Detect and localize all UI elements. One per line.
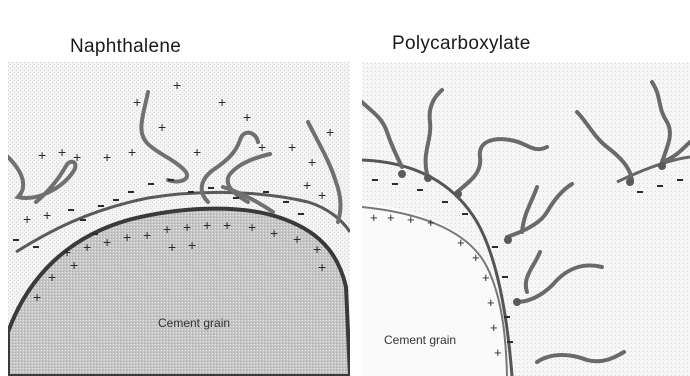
svg-text:+: +	[223, 217, 231, 233]
svg-text:+: +	[308, 154, 316, 170]
svg-text:+: +	[133, 94, 141, 110]
cement-grain-label-right: Cement grain	[384, 333, 456, 347]
polycarboxylate-panel: + + + + + + + + + + Cement grain	[362, 62, 690, 376]
svg-text:+: +	[123, 229, 131, 245]
svg-text:+: +	[203, 217, 211, 233]
svg-text:+: +	[158, 119, 166, 135]
svg-text:+: +	[128, 144, 136, 160]
svg-text:+: +	[38, 147, 46, 163]
svg-text:+: +	[472, 250, 480, 265]
svg-text:+: +	[318, 259, 326, 275]
svg-text:+: +	[487, 295, 495, 310]
svg-text:+: +	[293, 231, 301, 247]
svg-text:+: +	[33, 289, 41, 305]
svg-text:+: +	[407, 212, 415, 227]
svg-text:+: +	[258, 139, 266, 155]
svg-text:+: +	[313, 241, 321, 257]
svg-text:+: +	[103, 234, 111, 250]
svg-text:+: +	[73, 149, 81, 165]
svg-text:+: +	[288, 139, 296, 155]
svg-text:+: +	[387, 210, 395, 225]
svg-text:+: +	[168, 239, 176, 255]
cement-grain-label-left: Cement grain	[158, 316, 230, 330]
svg-text:+: +	[303, 177, 311, 193]
svg-text:+: +	[490, 320, 498, 335]
svg-text:+: +	[48, 269, 56, 285]
svg-text:+: +	[326, 124, 334, 140]
svg-text:+: +	[103, 149, 111, 165]
naphthalene-panel: + + + + + + + + + + + + + + + + + + + + …	[8, 62, 350, 376]
naphthalene-title: Naphthalene	[70, 36, 181, 58]
svg-text:+: +	[270, 225, 278, 241]
svg-text:+: +	[370, 210, 378, 225]
svg-text:+: +	[173, 77, 181, 93]
svg-text:+: +	[23, 211, 31, 227]
svg-text:+: +	[318, 187, 326, 203]
svg-text:+: +	[143, 227, 151, 243]
polycarboxylate-diagram: + + + + + + + + + + Cement grain	[362, 62, 690, 376]
svg-text:+: +	[163, 221, 171, 237]
svg-text:+: +	[248, 219, 256, 235]
svg-text:+: +	[218, 94, 226, 110]
svg-text:+: +	[494, 345, 502, 360]
svg-text:+: +	[83, 239, 91, 255]
svg-text:+: +	[70, 257, 78, 273]
svg-text:+: +	[183, 219, 191, 235]
svg-text:+: +	[43, 207, 51, 223]
polycarboxylate-title: Polycarboxylate	[392, 33, 531, 55]
svg-text:+: +	[457, 235, 465, 250]
svg-text:+: +	[243, 109, 251, 125]
svg-text:+: +	[193, 144, 201, 160]
svg-text:+: +	[427, 215, 435, 230]
svg-text:+: +	[188, 237, 196, 253]
svg-text:+: +	[58, 144, 66, 160]
naphthalene-diagram: + + + + + + + + + + + + + + + + + + + + …	[8, 62, 350, 376]
svg-text:+: +	[482, 270, 490, 285]
